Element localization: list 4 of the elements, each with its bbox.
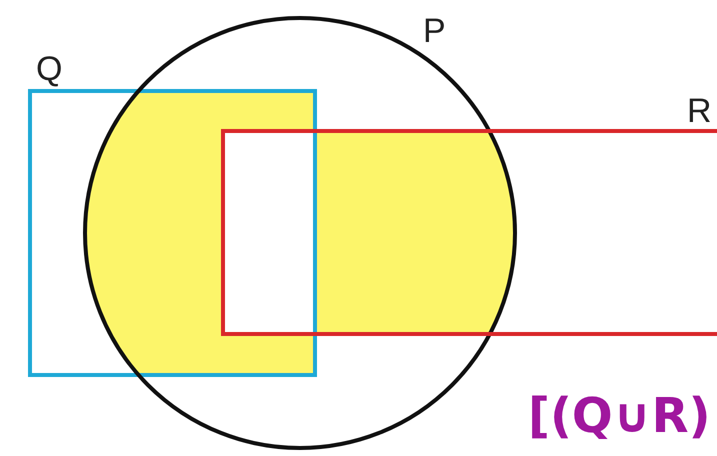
- handwritten-note: [(Q∪R): [528, 392, 711, 440]
- set-label: P: [423, 14, 446, 48]
- set-label: R: [687, 94, 712, 128]
- set-label: Q: [36, 52, 62, 86]
